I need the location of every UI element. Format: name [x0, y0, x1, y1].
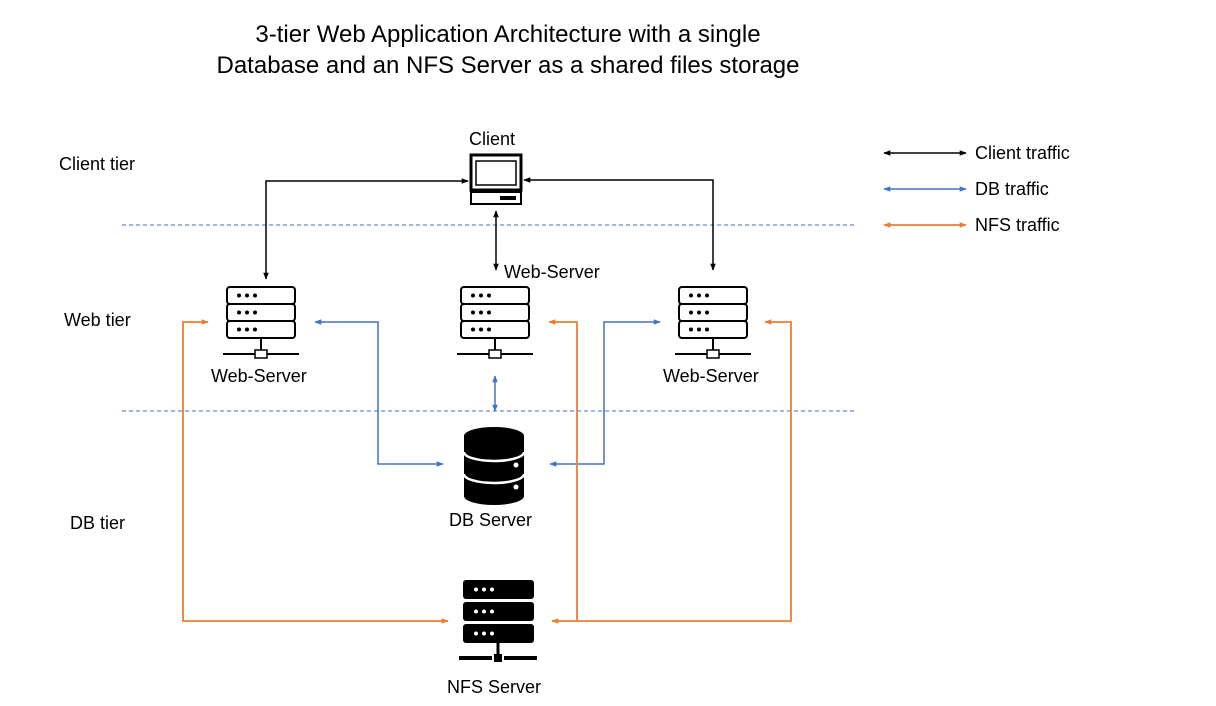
web-server-center-icon [456, 286, 534, 359]
diagram-title-line-2: Database and an NFS Server as a shared f… [216, 52, 800, 79]
client-label: Client [469, 129, 516, 149]
db-tier-label: DB tier [70, 513, 126, 533]
legend-client-traffic-label: Client traffic [975, 143, 1070, 163]
database-icon [462, 427, 526, 505]
client-traffic-left [263, 178, 469, 280]
diagram-title-line-1: 3-tier Web Application Architecture with… [255, 21, 761, 48]
nfs-traffic-center [548, 319, 578, 621]
client-tier-label: Client tier [59, 154, 136, 174]
nfs-server-label: NFS Server [447, 677, 542, 697]
db-server-label: DB Server [449, 510, 533, 530]
nfs-server-icon [459, 580, 537, 662]
db-traffic-left [314, 319, 444, 467]
web-server-left-icon [222, 286, 300, 359]
nfs-traffic-right [551, 319, 792, 624]
db-traffic-right [549, 319, 661, 467]
web-tier-label: Web tier [64, 310, 131, 330]
legend-db-traffic-label: DB traffic [975, 179, 1049, 199]
nfs-traffic-left [182, 319, 449, 624]
client-traffic-right [523, 177, 716, 271]
client-computer-icon [469, 153, 523, 205]
web-server-right-icon [674, 286, 752, 359]
legend-nfs-traffic-label: NFS traffic [975, 215, 1060, 235]
